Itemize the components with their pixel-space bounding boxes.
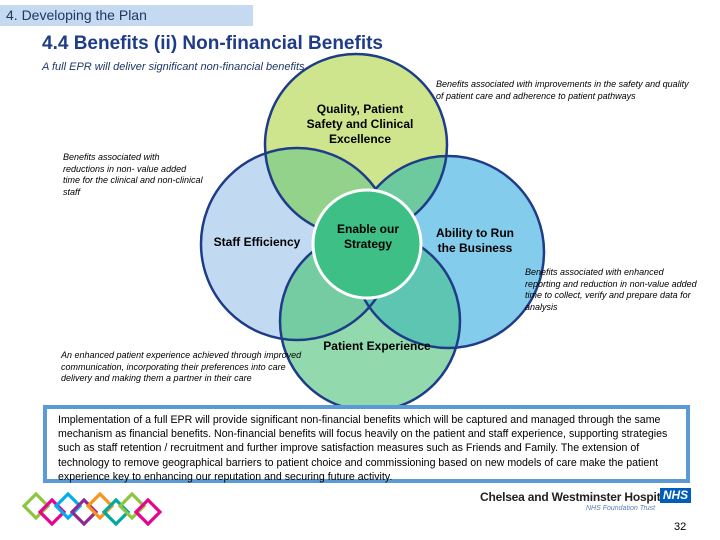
page-subtitle: A full EPR will deliver significant non-… [42,61,305,73]
venn-label-bottom: Patient Experience [323,339,431,353]
page-title: 4.4 Benefits (ii) Non-financial Benefits [42,33,383,54]
note-staff-benefits: Benefits associated with reductions in n… [63,152,203,197]
section-label: 4. Developing the Plan [6,7,147,23]
hospital-name: Chelsea and Westminster Hospital [480,490,671,504]
trust-pattern-logo [21,491,163,527]
summary-text: Implementation of a full EPR will provid… [58,414,668,483]
venn-center-circle [311,188,423,300]
venn-label-center: Enable our Strategy [336,222,399,251]
trust-name: NHS Foundation Trust [586,505,656,512]
venn-label-top: Quality, Patient Safety and Clinical Exc… [306,102,414,146]
venn-label-left: Staff Efficiency [213,235,301,249]
venn-label-right: Ability to Run the Business [436,226,514,255]
note-quality-benefits: Benefits associated with improvements in… [436,79,689,101]
page-number: 32 [674,521,687,533]
note-business-benefits: Benefits associated with enhanced report… [525,267,697,312]
summary-box: Implementation of a full EPR will provid… [43,405,690,483]
nhs-logo: NHS [660,488,691,503]
section-tab: 4. Developing the Plan [0,5,253,26]
note-patient-benefits: An enhanced patient experience achieved … [61,350,302,384]
